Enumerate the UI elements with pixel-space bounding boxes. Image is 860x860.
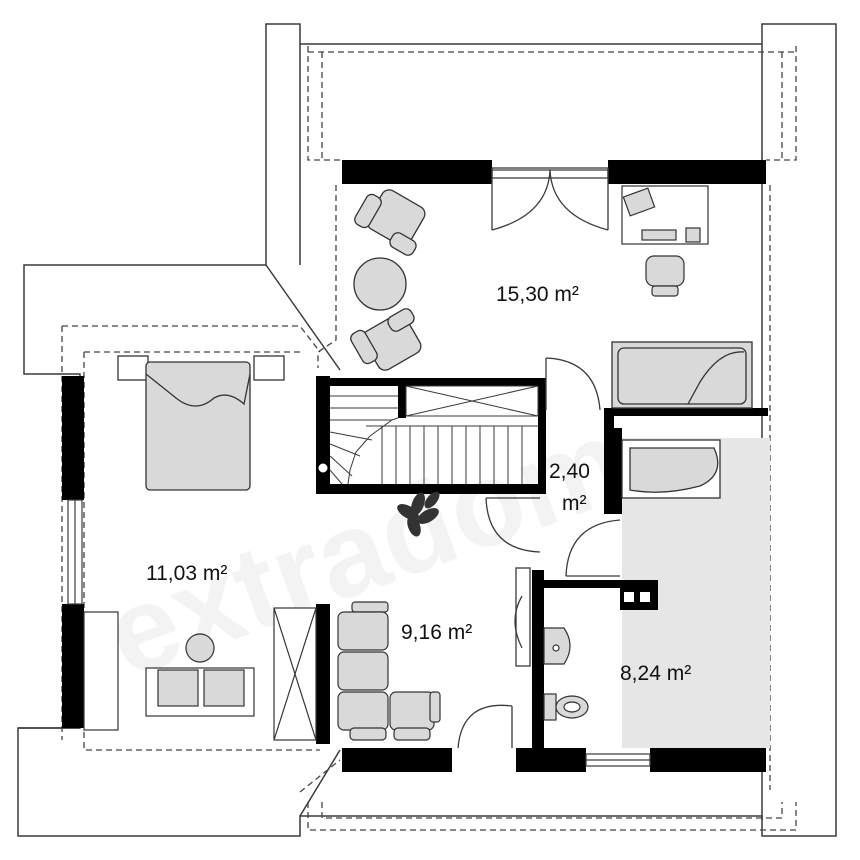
lounge-area: 9,16 m² — [401, 621, 472, 644]
toilet — [543, 693, 589, 721]
hall-area-unit: m² — [562, 492, 587, 515]
bathroom-area: 8,24 m² — [620, 662, 691, 685]
hall-area-number: 2,40 — [549, 460, 590, 483]
bedroom-area: 11,03 m² — [146, 562, 227, 585]
armchair-top — [354, 189, 426, 256]
desk — [621, 185, 709, 245]
corner-sofa — [337, 601, 441, 741]
living-room-area: 15,30 m² — [496, 283, 579, 306]
doors — [457, 167, 621, 749]
plant — [397, 491, 440, 537]
windows — [67, 499, 651, 767]
desk-chair — [645, 255, 685, 297]
armchair-bottom — [350, 308, 422, 371]
sink — [543, 627, 571, 665]
double-bed — [117, 355, 285, 491]
corner-bathtub — [621, 439, 721, 499]
round-table — [353, 257, 407, 311]
wall-details — [614, 416, 654, 602]
bedroom-desk — [83, 611, 255, 731]
walls — [62, 160, 768, 772]
wardrobe — [273, 607, 317, 741]
staircase — [318, 385, 539, 485]
bathtub-rect — [611, 341, 753, 409]
